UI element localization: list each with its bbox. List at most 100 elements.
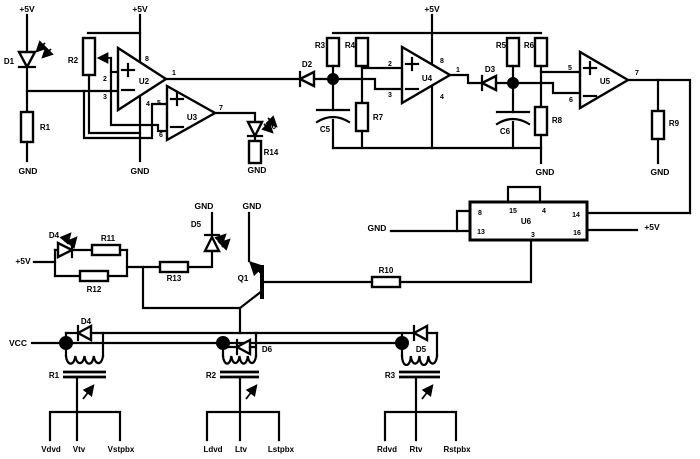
d4-label: D4 — [49, 231, 60, 240]
u6-label: U6 — [521, 217, 532, 226]
resistor-r8-icon — [533, 105, 549, 137]
stage2-network: +5V R3 R4 D2 C5 R7 — [297, 4, 543, 150]
potentiometer-r2-icon — [81, 36, 97, 77]
tap-label: Rstpbx — [443, 445, 471, 454]
u5-pin5: 5 — [568, 65, 572, 72]
r14-label: R14 — [264, 148, 279, 157]
c6-label: C6 — [500, 127, 511, 136]
led-bias-network: +5V D4 R11 R12 R13 D5 GND — [15, 201, 242, 310]
r10-label: R10 — [379, 266, 394, 275]
r9-label: R9 — [669, 119, 680, 128]
resistor-r6-icon — [533, 36, 549, 68]
u4-pin4: 4 — [440, 94, 444, 101]
t3-label: R3 — [385, 371, 396, 380]
gnd-label: GND — [248, 165, 267, 175]
u2-pin3: 3 — [103, 94, 107, 101]
diode-d5-icon — [411, 323, 429, 343]
d1-label: D1 — [4, 57, 15, 66]
r6-label: R6 — [524, 41, 535, 50]
led-d4-icon — [56, 232, 78, 259]
t1-label: R1 — [49, 371, 60, 380]
u5-pin7: 7 — [635, 70, 639, 77]
led-d5-icon — [203, 233, 231, 253]
tap-label: Vtv — [73, 445, 86, 454]
d3-label: D3 — [485, 65, 496, 74]
gnd-label: GND — [131, 166, 150, 176]
primary-coil-icon — [221, 354, 258, 365]
r5-label: R5 — [496, 41, 507, 50]
opamp-u4: U4 2 3 8 4 1 — [388, 31, 484, 150]
r2-label: R2 — [68, 56, 79, 65]
r13-label: R13 — [167, 274, 182, 283]
plus5v-label: +5V — [132, 4, 148, 14]
transformer-bank: VCC D4 R1 Vdvd Vtv Vstpbx — [9, 317, 471, 454]
vcc-label: VCC — [9, 338, 27, 348]
plus5v-label: +5V — [19, 4, 35, 14]
resistor-r5-icon — [505, 36, 521, 68]
plus5v-label: +5V — [424, 4, 440, 14]
tap-label: Ltv — [235, 445, 248, 454]
t2-diode-label: D6 — [262, 345, 273, 354]
resistor-r4-icon — [354, 36, 370, 68]
u4-pin3: 3 — [388, 92, 392, 99]
capacitor-c5-icon — [315, 77, 351, 150]
r11-label: R11 — [101, 234, 116, 243]
u6-pin4: 4 — [542, 208, 546, 215]
resistor-r7-icon — [354, 101, 370, 133]
tap-label: Vdvd — [41, 445, 61, 454]
u6-pin13: 13 — [477, 229, 485, 236]
u4-pin1: 1 — [456, 67, 460, 74]
u4-pin8: 8 — [440, 58, 444, 65]
u3-pin7: 7 — [219, 105, 223, 112]
r8-label: R8 — [552, 116, 563, 125]
tap-label: Rdvd — [377, 445, 397, 454]
resistor-r1-icon — [19, 110, 35, 144]
tap-label: Vstpbx — [108, 445, 135, 454]
gnd-label: GND — [368, 223, 387, 233]
u3-pin6: 6 — [159, 132, 163, 139]
r7-label: R7 — [373, 113, 384, 122]
resistor-r12-icon — [78, 269, 110, 283]
photodiode-input-branch: +5V D1 R1 GND — [4, 4, 120, 176]
stage3-network: D3 R5 R6 C6 R8 GND — [479, 36, 582, 177]
u5-pin6: 6 — [569, 97, 573, 104]
t1-diode-label: D4 — [81, 317, 92, 326]
resistor-r3-icon — [325, 36, 341, 68]
u6-pin16: 16 — [573, 230, 581, 237]
d6-label: D6 — [266, 122, 277, 131]
resistor-r11-icon — [90, 243, 122, 257]
diode-d2-icon — [297, 70, 316, 88]
led-d6-icon — [246, 115, 278, 139]
u4-label: U4 — [422, 74, 433, 83]
resistor-r14-icon — [247, 139, 263, 165]
transformer-t1: D4 R1 Vdvd Vtv Vstpbx — [41, 317, 135, 454]
transistor-q1: GND Q1 — [238, 201, 265, 335]
ic-u6: GND +5V U6 8 15 4 14 13 3 16 — [368, 185, 692, 284]
diode-d3-icon — [479, 74, 498, 92]
resistor-r9-icon — [650, 109, 666, 141]
r3-label: R3 — [315, 41, 326, 50]
gnd-label: GND — [651, 167, 670, 177]
d2-label: D2 — [302, 60, 313, 69]
u3-label: U3 — [187, 113, 198, 122]
capacitor-c6-icon — [495, 81, 531, 150]
q1-label: Q1 — [238, 274, 249, 283]
gnd-label: GND — [243, 201, 262, 211]
opamp-u3: U3 5 6 7 — [157, 83, 257, 143]
tap-label: Rtv — [410, 445, 423, 454]
u6-pin14: 14 — [572, 212, 580, 219]
u5-label: U5 — [600, 77, 611, 86]
plus5v-label: +5V — [644, 222, 660, 232]
gnd-label: GND — [19, 166, 38, 176]
opamp-u2: U2 8 2 3 1 4 GND — [103, 45, 302, 176]
r1-label: R1 — [40, 123, 51, 132]
opamp-u5: U5 5 6 7 R9 GND — [568, 49, 692, 215]
diode-d4-icon — [75, 323, 93, 343]
transformer-t3: D5 R3 Rdvd Rtv Rstpbx — [377, 323, 471, 454]
resistor-r13-icon — [158, 260, 190, 274]
resistor-r10-icon — [370, 275, 402, 289]
u2-pin2: 2 — [103, 76, 107, 83]
u6-pin8: 8 — [478, 210, 482, 217]
